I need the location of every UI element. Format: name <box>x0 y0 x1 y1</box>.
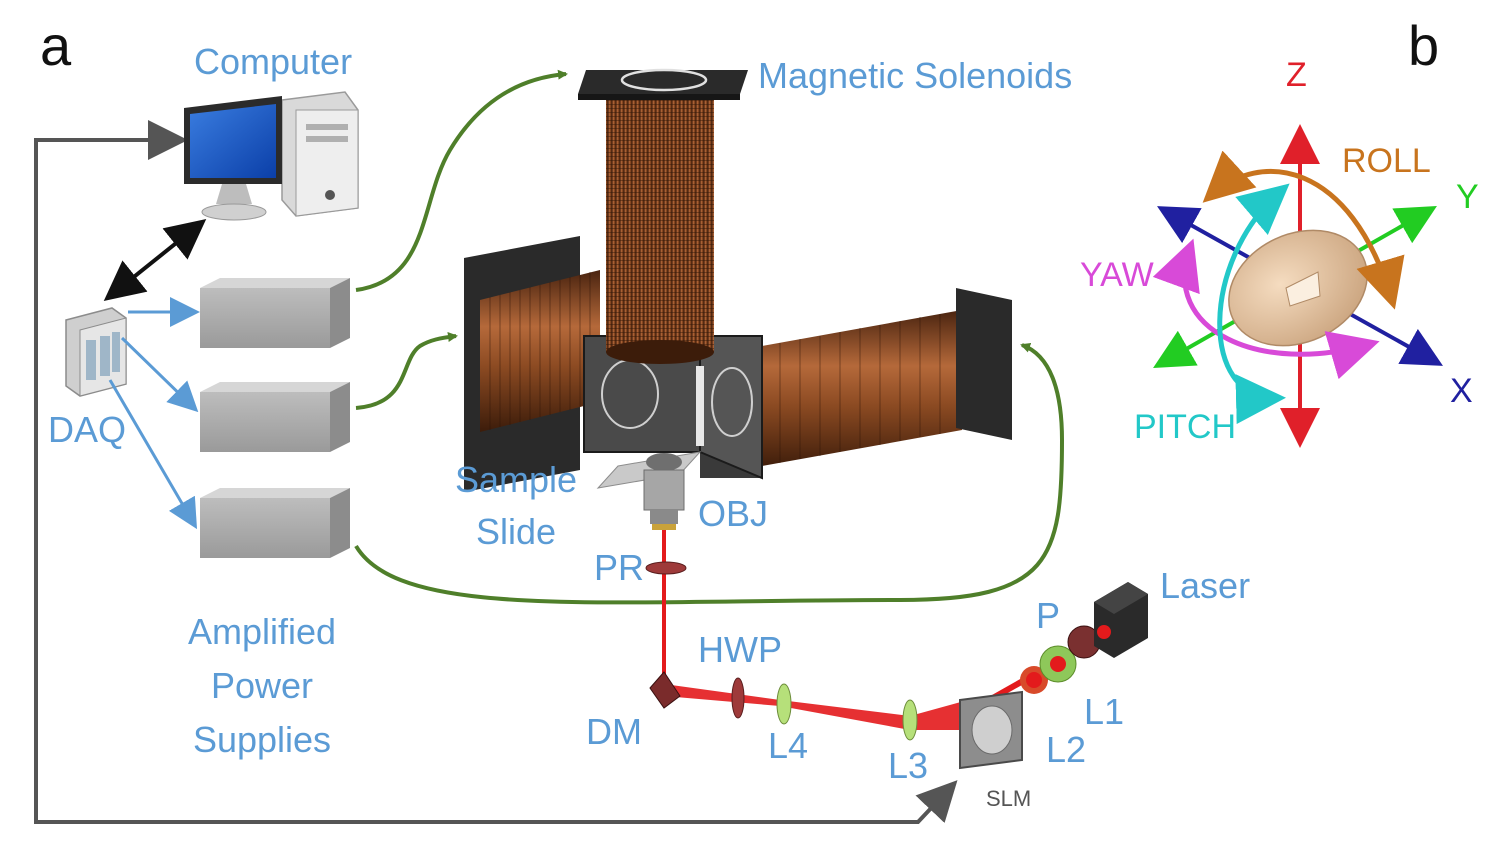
power-supply-box-2 <box>200 382 350 452</box>
computer-daq-link <box>103 219 207 301</box>
l4-label: L4 <box>768 725 809 766</box>
feedback-to-slm-arrow <box>910 780 958 824</box>
sample-slide-label-line2: Slide <box>475 511 557 552</box>
drive-current-arrows <box>354 69 1065 605</box>
z-axis-label: Z <box>1286 56 1307 94</box>
hwp-label: HWP <box>698 629 782 670</box>
lens-l1 <box>1039 645 1077 683</box>
sample-slide-label-line1: Sample <box>454 459 578 500</box>
x-axis-label: X <box>1450 372 1473 410</box>
dm-mirror <box>649 671 681 709</box>
l3-label: L3 <box>888 745 929 786</box>
daq-icon <box>65 307 127 397</box>
sample-slide-label: Sample Slide <box>446 462 586 550</box>
amplified-label-line1: Amplified <box>187 611 337 652</box>
pitch-label: PITCH <box>1134 408 1236 446</box>
pr-label: PR <box>594 547 645 588</box>
yaw-label: YAW <box>1080 256 1154 294</box>
objective-lens <box>643 453 685 530</box>
computer-label: Computer <box>194 41 353 82</box>
lens-l3 <box>902 699 918 741</box>
rotation-axes <box>1152 124 1443 448</box>
panel-label-a: a <box>40 14 72 77</box>
l1-label: L1 <box>1084 691 1125 732</box>
feedback-loop-arrow <box>34 120 918 824</box>
dm-label: DM <box>586 711 642 752</box>
pr-element <box>645 561 687 575</box>
laser-label: Laser <box>1160 565 1251 606</box>
amplified-label-line2: Power <box>210 665 314 706</box>
p-label: P <box>1036 595 1061 636</box>
magnetic-solenoids <box>464 68 1012 492</box>
pitch-arrow <box>1217 183 1290 424</box>
slm-device <box>959 690 1023 770</box>
slm-label: SLM <box>986 786 1032 811</box>
amplified-label-line3: Supplies <box>192 719 332 760</box>
computer-icon <box>184 91 359 221</box>
roll-label: ROLL <box>1342 142 1431 180</box>
l2-label: L2 <box>1046 729 1087 770</box>
amplified-power-supplies-label: Amplified Power Supplies <box>166 614 358 758</box>
power-supply-box-1 <box>200 278 350 348</box>
obj-label: OBJ <box>698 493 769 534</box>
hwp-element <box>731 677 745 719</box>
daq-label: DAQ <box>48 409 127 450</box>
y-axis-label: Y <box>1456 178 1479 216</box>
power-supply-box-3 <box>200 488 350 558</box>
daq-signal-arrows <box>108 297 200 530</box>
yaw-arrow <box>1152 238 1380 380</box>
lens-l2 <box>1020 666 1048 694</box>
panel-label-b: b <box>1408 14 1440 77</box>
laser-source <box>1094 582 1148 658</box>
magnetic-solenoids-label: Magnetic Solenoids <box>758 55 1073 96</box>
lens-l4 <box>776 683 792 725</box>
